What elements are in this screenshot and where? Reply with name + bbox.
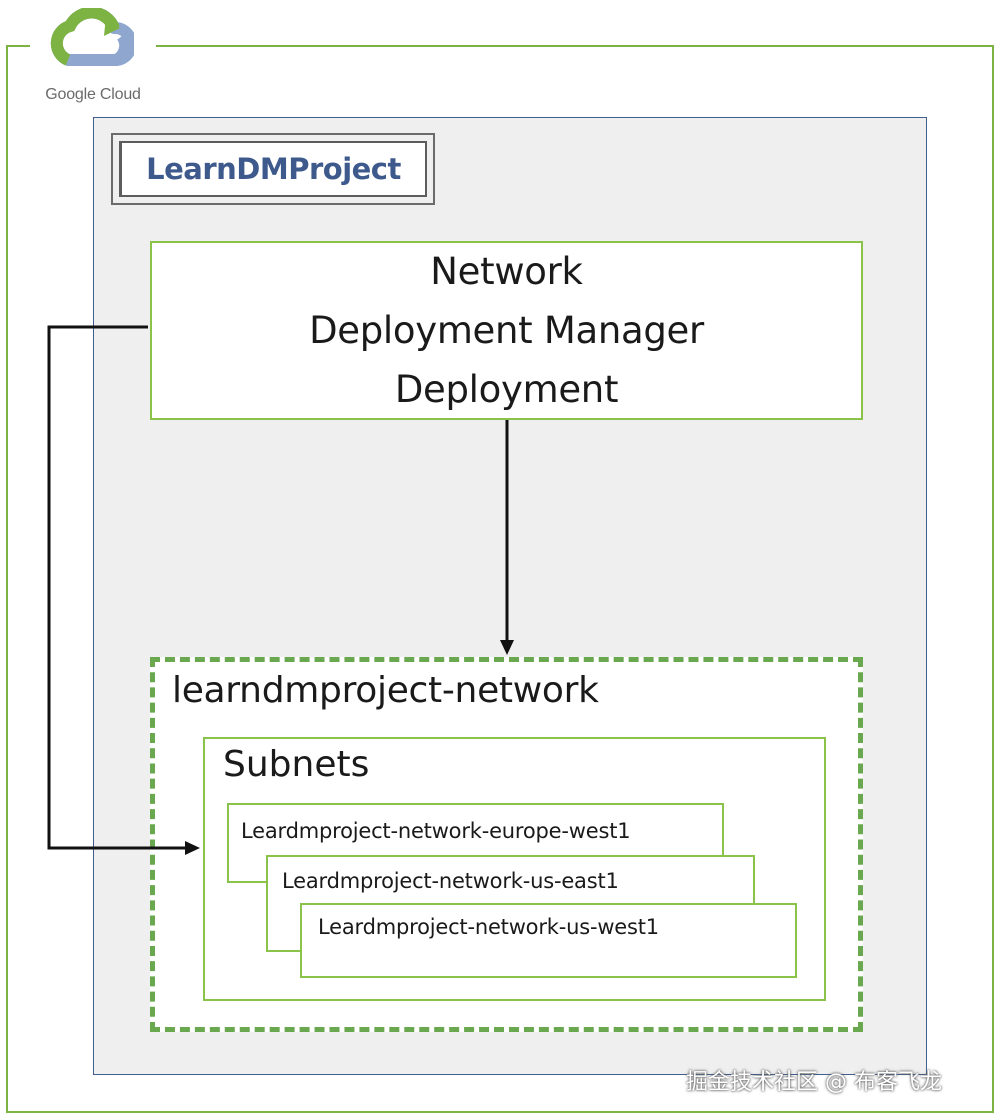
deployment-line-1: Network xyxy=(430,250,583,293)
subnet-label: Leardmproject-network-europe-west1 xyxy=(241,819,631,843)
project-name: LearnDMProject xyxy=(146,152,401,186)
watermark: 掘金技术社区 @ 布客飞龙 xyxy=(686,1070,942,1095)
subnets-title: Subnets xyxy=(223,744,370,785)
subnet-label: Leardmproject-network-us-east1 xyxy=(282,869,619,893)
project-label: LearnDMProject xyxy=(111,133,435,205)
deployment-line-3: Deployment xyxy=(394,368,619,411)
logo-text: Google Cloud xyxy=(45,86,141,103)
google-cloud-boundary xyxy=(6,45,994,1113)
google-cloud-icon xyxy=(50,8,134,66)
google-cloud-logo: Google Cloud xyxy=(30,4,156,114)
subnet-us-west1: Leardmproject-network-us-west1 xyxy=(300,903,797,978)
deployment-box: Network Deployment Manager Deployment xyxy=(150,241,863,420)
project-label-inner: LearnDMProject xyxy=(119,141,427,197)
network-name: learndmproject-network xyxy=(172,670,599,711)
deployment-line-2: Deployment Manager xyxy=(309,309,704,352)
subnet-label: Leardmproject-network-us-west1 xyxy=(318,915,659,939)
